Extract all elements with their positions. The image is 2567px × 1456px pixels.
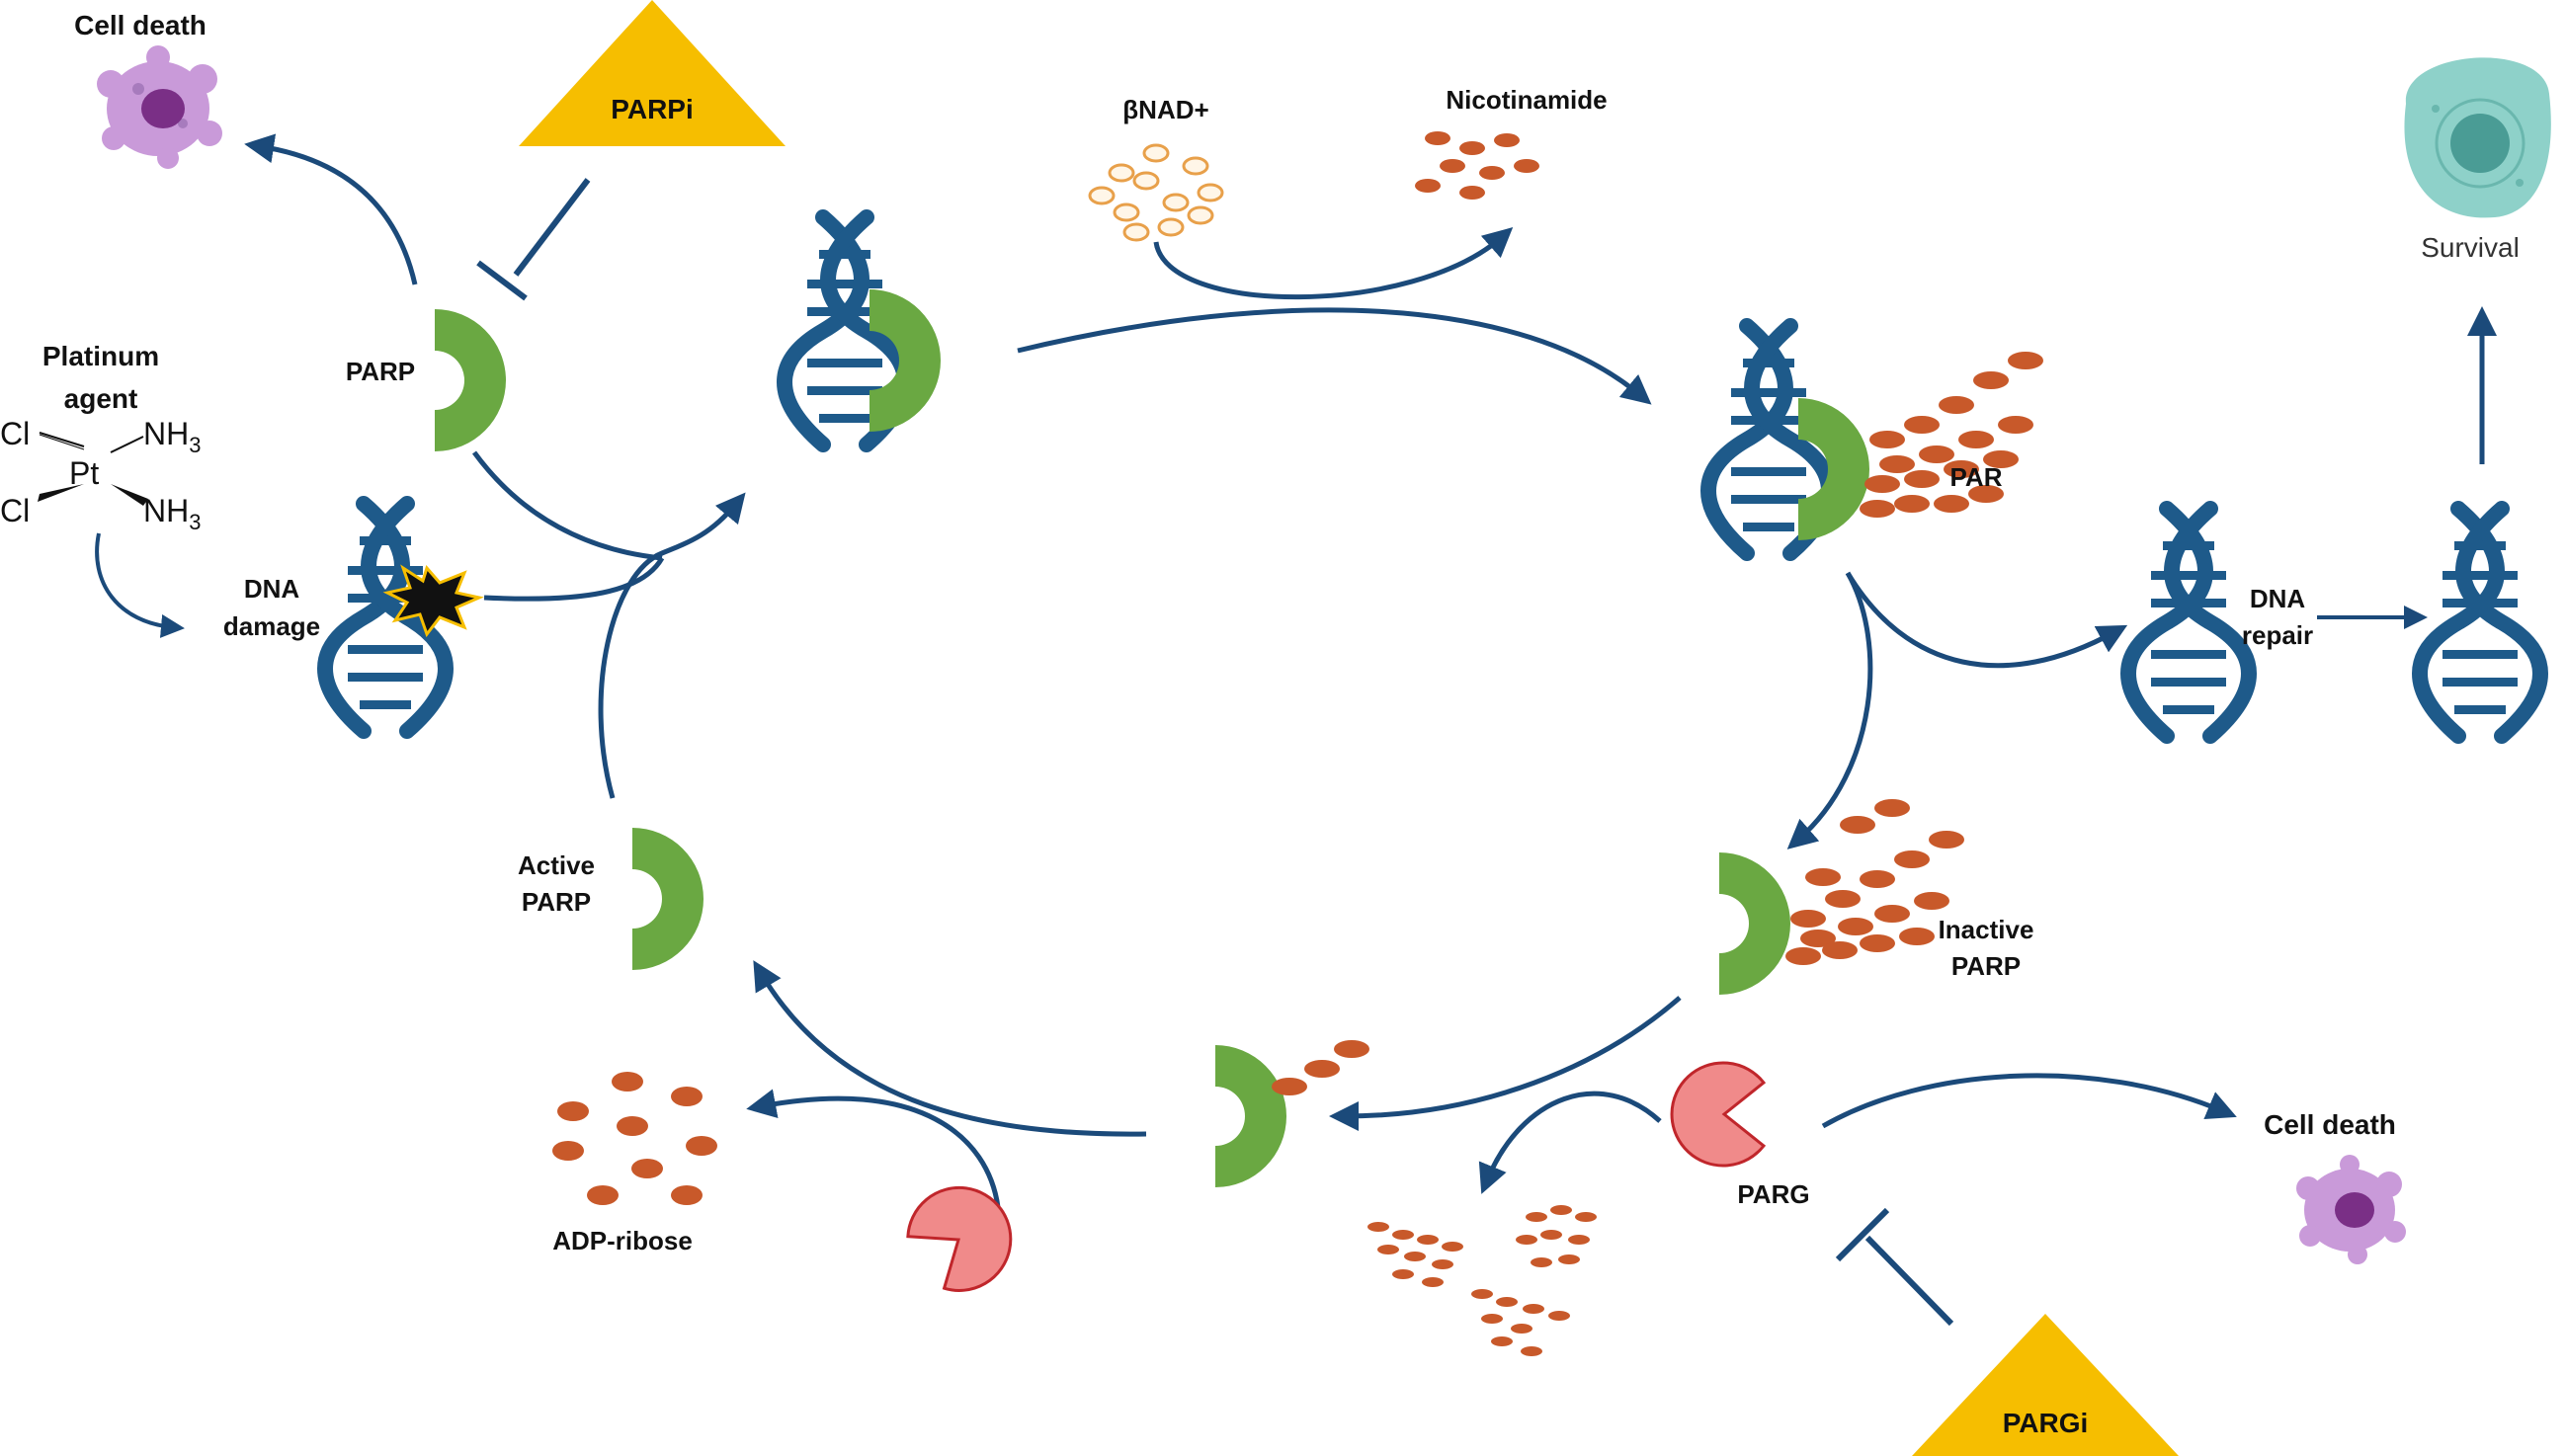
arrow-parp-to-dna bbox=[471, 450, 663, 561]
nicotinamide-molecules bbox=[1415, 131, 1539, 200]
parp-partial-par bbox=[1215, 1045, 1286, 1187]
parpi-triangle bbox=[519, 0, 786, 146]
arrow-activate-to-parp-dna bbox=[1017, 307, 1652, 405]
parg-enzyme-bottom bbox=[894, 1166, 1033, 1307]
platinum-agent-label-1: Platinum bbox=[42, 341, 159, 371]
arrow-par-to-repair bbox=[1845, 571, 2128, 669]
arrow-partial-to-active bbox=[753, 960, 1147, 1137]
dna-repaired bbox=[2420, 509, 2540, 736]
arrow-damage-to-dna bbox=[483, 556, 665, 602]
dna-repair-label-1: DNA bbox=[2250, 584, 2306, 613]
pt-cl1: Cl bbox=[0, 416, 30, 451]
platinum-agent-label-2: agent bbox=[64, 383, 138, 414]
arrow-platinum-to-damage bbox=[95, 532, 185, 638]
parg-enzyme bbox=[1670, 1061, 1766, 1168]
inactive-parp-label-1: Inactive bbox=[1939, 915, 2034, 944]
active-parp-label-1: Active bbox=[518, 850, 595, 880]
cell-death-label-right: Cell death bbox=[2264, 1109, 2396, 1140]
nad-molecules bbox=[1088, 143, 1224, 242]
dna-damage-label-2: damage bbox=[223, 611, 320, 641]
pargi-label: PARGi bbox=[2003, 1408, 2089, 1438]
parpi-label: PARPi bbox=[611, 94, 694, 124]
arrow-active-to-dna bbox=[598, 492, 746, 799]
arrow-nad-to-nicotinamide bbox=[1153, 227, 1514, 300]
arrow-parp-to-cell-death bbox=[244, 133, 418, 285]
pargi-triangle bbox=[1912, 1314, 2179, 1456]
cell-death-label-top: Cell death bbox=[74, 10, 207, 40]
adp-ribose-label: ADP-ribose bbox=[552, 1226, 693, 1255]
cleaved-par-fragments bbox=[1367, 1205, 1597, 1356]
short-par-chain bbox=[1272, 1040, 1369, 1095]
parp-label: PARP bbox=[346, 357, 415, 386]
dna-under-repair bbox=[2128, 509, 2249, 736]
pargi-inhibition-line bbox=[1864, 1235, 1954, 1327]
active-parp-label-2: PARP bbox=[522, 887, 591, 917]
arrow-parg-to-adp bbox=[746, 1089, 1001, 1208]
nicotinamide-label: Nicotinamide bbox=[1446, 85, 1607, 115]
healthy-cell-icon bbox=[2404, 57, 2551, 218]
dna-damage-label-1: DNA bbox=[244, 574, 300, 604]
inactive-parp-label-2: PARP bbox=[1951, 951, 2021, 981]
inactive-parp-enzyme bbox=[1719, 852, 1790, 995]
bnad-label: βNAD+ bbox=[1122, 95, 1208, 124]
arrow-parg-to-cell-death bbox=[1821, 1073, 2237, 1129]
pt-center: Pt bbox=[69, 455, 99, 491]
arrow-inactive-to-partial bbox=[1329, 996, 1682, 1131]
arrow-par-to-inactive bbox=[1786, 571, 1873, 849]
arrow-parg-cleave bbox=[1478, 1091, 1662, 1194]
adp-ribose-molecules bbox=[552, 1072, 717, 1205]
dying-cell-icon-right bbox=[2296, 1155, 2406, 1264]
par-chains bbox=[1860, 352, 2043, 518]
dna-repair-label-2: repair bbox=[2242, 620, 2313, 650]
survival-label: Survival bbox=[2421, 232, 2520, 263]
platinum-structure bbox=[38, 432, 148, 506]
parpi-inhibition-line bbox=[513, 178, 591, 277]
parg-label: PARG bbox=[1737, 1179, 1809, 1209]
par-label: PAR bbox=[1950, 462, 2003, 492]
dying-cell-icon bbox=[97, 45, 222, 169]
pt-nh3-1: NH3 bbox=[143, 416, 201, 457]
parp-enzyme bbox=[435, 309, 506, 451]
active-parp-enzyme bbox=[632, 828, 704, 970]
pt-nh3-2: NH3 bbox=[143, 493, 201, 534]
pt-cl2: Cl bbox=[0, 493, 30, 528]
damage-starburst-icon bbox=[382, 564, 484, 638]
